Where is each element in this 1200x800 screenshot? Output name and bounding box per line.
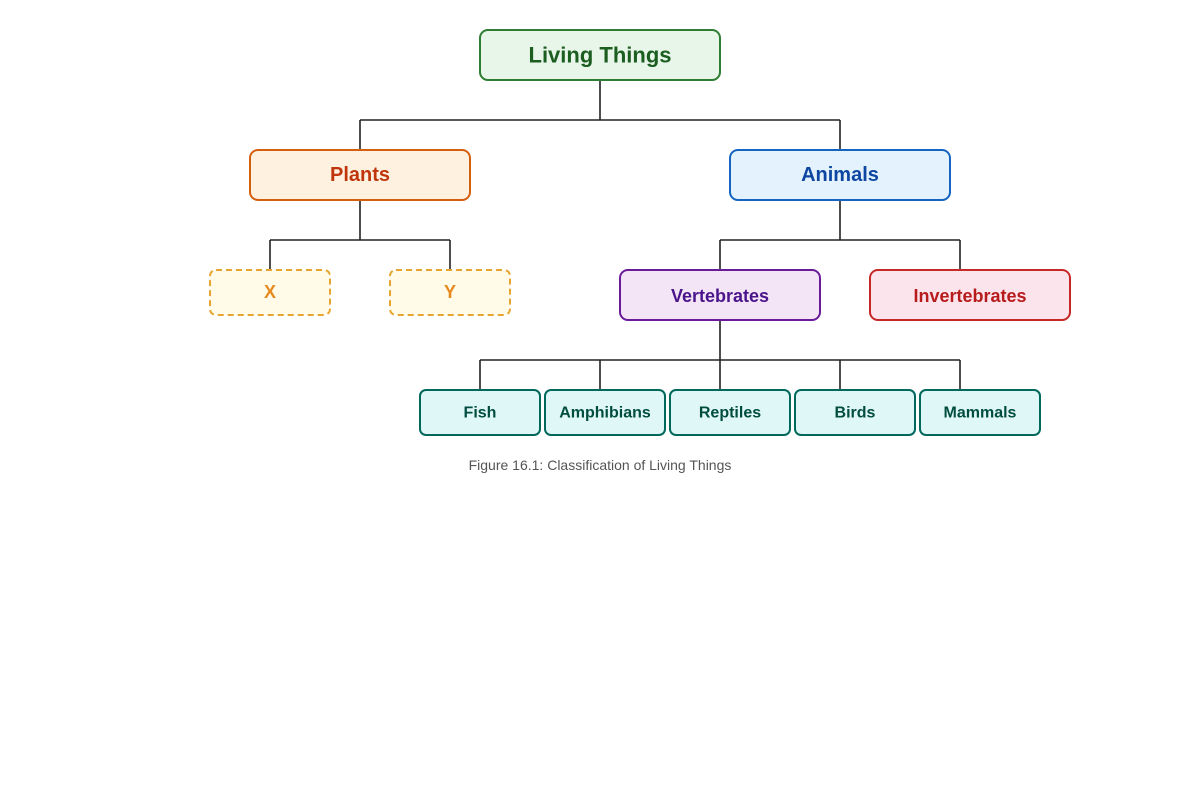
- connector-plants-to-x-y: [269, 200, 451, 270]
- node-box: [544, 389, 666, 436]
- node-label: Birds: [835, 405, 876, 422]
- node-living-things: Living Things: [479, 29, 721, 81]
- node-box: [869, 269, 1071, 321]
- connector-vertebrates-to-classes: [479, 320, 961, 390]
- node-box: [209, 269, 331, 316]
- connector-animals-to-subgroups: [719, 200, 961, 270]
- node-box: [794, 389, 916, 436]
- node-box: [419, 389, 541, 436]
- node-label: Reptiles: [699, 405, 761, 422]
- node-label: Vertebrates: [671, 286, 769, 306]
- node-box: [729, 149, 951, 201]
- node-box: [619, 269, 821, 321]
- node-box: [249, 149, 471, 201]
- node-box: [479, 29, 721, 81]
- node-reptiles: Reptiles: [669, 389, 791, 436]
- node-label: Plants: [330, 164, 390, 186]
- node-box: [669, 389, 791, 436]
- node-mammals: Mammals: [919, 389, 1041, 436]
- node-amphibians: Amphibians: [544, 389, 666, 436]
- node-vertebrates: Vertebrates: [619, 269, 821, 321]
- node-x: X: [209, 269, 331, 316]
- node-box: [919, 389, 1041, 436]
- node-fish: Fish: [419, 389, 541, 436]
- node-label: Amphibians: [559, 405, 651, 422]
- node-y: Y: [389, 269, 511, 316]
- node-birds: Birds: [794, 389, 916, 436]
- node-label: X: [264, 282, 276, 302]
- node-label: Y: [444, 282, 456, 302]
- node-label: Mammals: [944, 405, 1017, 422]
- node-invertebrates: Invertebrates: [869, 269, 1071, 321]
- connectors: [269, 80, 961, 390]
- node-label: Living Things: [529, 43, 672, 68]
- node-animals: Animals: [729, 149, 951, 201]
- node-label: Invertebrates: [913, 286, 1026, 306]
- node-label: Animals: [801, 164, 879, 186]
- node-box: [389, 269, 511, 316]
- connector-root-to-kingdoms: [359, 80, 841, 150]
- node-plants: Plants: [249, 149, 471, 201]
- node-label: Fish: [464, 405, 497, 422]
- figure-caption: Figure 16.1: Classification of Living Th…: [469, 457, 732, 473]
